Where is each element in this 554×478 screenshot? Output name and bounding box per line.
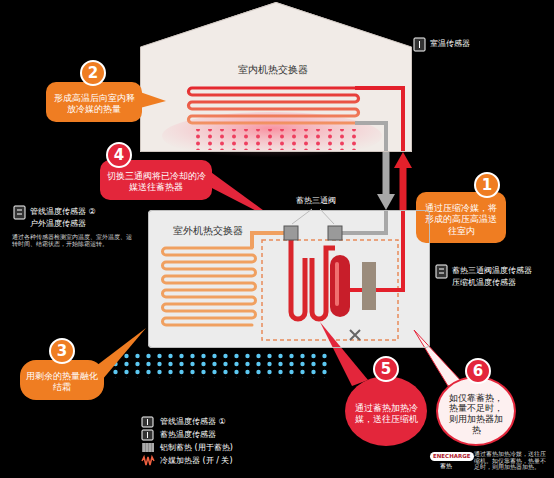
callout-number: 6 — [465, 358, 491, 384]
storage-tube — [291, 240, 305, 319]
callout-number: 5 — [373, 356, 399, 382]
valve-symbol — [350, 330, 360, 340]
callout-circle: 6如仅靠蓄热，热量不足时，则用加热器加热 — [436, 376, 516, 446]
callout-bubble: 3用剩余的热量融化结霜 — [20, 360, 104, 400]
outdoor-unit-fill — [148, 210, 430, 348]
callout-number: 3 — [49, 338, 75, 364]
compressor — [330, 255, 350, 317]
heat-dots — [190, 129, 358, 150]
heater-icon — [142, 457, 154, 465]
legend-label: 管线温度传感器 ① — [160, 417, 226, 427]
refrigerant-flow-arrow — [400, 164, 407, 210]
refrigerant-flow-arrow — [383, 152, 390, 198]
three-way-valve — [284, 226, 298, 240]
outdoor-unit: 室外机热交换器 — [148, 210, 430, 348]
legend-label: 铝制蓄热 (用于蓄热) — [160, 443, 233, 453]
legend-label: 冷媒加热器 (开 / 关) — [160, 456, 233, 466]
callout-text: 通过压缩冷媒，将形成的高压高温送往室内 — [422, 203, 500, 237]
compressor-highlight — [335, 262, 339, 306]
cool-pipe — [342, 210, 386, 233]
refrigerant-heater — [362, 262, 376, 310]
sensor-label: 压缩机温度传感器 — [452, 278, 516, 288]
unit-label: 室内机热交换器 — [238, 64, 308, 77]
callout-text: 用剩余的热量融化结霜 — [26, 371, 98, 394]
callout-number: 4 — [106, 142, 132, 168]
sensor-label: 室温传感器 — [430, 39, 470, 49]
callout-number: 2 — [80, 60, 106, 86]
sensor-label: 管线温度传感器 ② — [30, 207, 96, 217]
coil-pipe — [252, 233, 284, 248]
hot-pipe — [355, 88, 403, 152]
note-text: 通过各种传感器检测室内温度、室外温度、运转时间、结霜状态，开始除霜运转。 — [12, 233, 136, 247]
indoor-unit: 室内机热交换器 — [140, 2, 412, 152]
outdoor-coil — [163, 248, 256, 325]
callout-text: 形成高温后向室内释放冷媒的热量 — [52, 93, 136, 116]
three-way-valve — [328, 226, 342, 240]
callout-text: 如仅靠蓄热，热量不足时，则用加热器加热 — [447, 393, 505, 436]
callout-tail — [414, 330, 462, 386]
callout-text: 通过蓄热加热冷媒，送往压缩机 — [354, 403, 418, 424]
indoor-coil — [189, 88, 359, 123]
house-outline — [140, 2, 412, 152]
callout-bubble: 2形成高温后向室内释放冷媒的热量 — [46, 82, 142, 122]
sensor-icon — [14, 206, 25, 219]
sensor-icon — [436, 265, 447, 278]
brand-logo: ENECHARGE — [430, 452, 474, 461]
valve-label: 蓄热三通阀 — [296, 196, 336, 206]
sensor-label: 蓄热三通阀温度传感器 — [452, 266, 532, 276]
house-outline-shape — [141, 3, 412, 152]
legend-label: 蓄热温度传感器 — [160, 430, 216, 440]
leader-line — [292, 209, 334, 224]
callout-circle: 5通过蓄热加热冷媒，送往压缩机 — [345, 376, 427, 446]
hot-pipe — [350, 210, 403, 290]
heat-glow — [162, 112, 382, 160]
note-text: 通过蓄热加热冷媒，送往压缩机。如仅靠蓄热，热量不足时，则用加热器加热。 — [474, 451, 550, 471]
sensor-label: 户外温度传感器 — [30, 219, 86, 229]
callout-number: 1 — [474, 172, 500, 198]
cool-pipe — [355, 123, 386, 152]
callout-tail — [140, 92, 166, 108]
callout-text: 切换三通阀将已冷却的冷媒送往蓄热器 — [106, 171, 206, 194]
callout-bubble: 4切换三通阀将已冷却的冷媒送往蓄热器 — [100, 160, 212, 200]
callout-tail — [320, 322, 368, 386]
aluminum-storage-icon — [142, 443, 154, 452]
cold-dots — [110, 352, 332, 378]
aluminum-storage-stripes — [144, 443, 153, 452]
unit-label: 室外机热交换器 — [173, 225, 243, 238]
brand-label: 蓄热 — [440, 462, 452, 469]
